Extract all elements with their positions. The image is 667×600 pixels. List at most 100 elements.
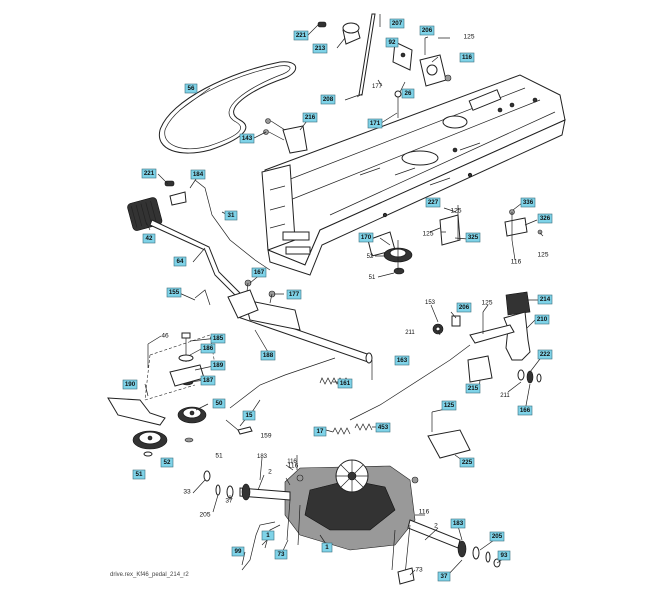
label-116-right: 116 xyxy=(511,259,522,266)
callout-177-mid: 177 xyxy=(286,289,302,300)
svg-text:325: 325 xyxy=(468,234,479,241)
callout-125-boxed: 125 xyxy=(441,400,457,411)
callout-185: 185 xyxy=(210,333,226,344)
callout-50: 50 xyxy=(212,398,226,409)
svg-text:208: 208 xyxy=(323,96,334,103)
svg-text:225: 225 xyxy=(462,459,473,466)
callout-227: 227 xyxy=(425,197,441,208)
callout-163: 163 xyxy=(394,355,410,366)
callout-92: 92 xyxy=(385,37,399,48)
callout-167: 167 xyxy=(251,267,267,278)
callout-453: 453 xyxy=(375,422,391,433)
callout-222: 222 xyxy=(537,349,553,360)
callout-170: 170 xyxy=(358,232,374,243)
svg-text:15: 15 xyxy=(246,412,253,419)
label-51-mid: 51 xyxy=(215,453,223,460)
svg-text:222: 222 xyxy=(540,351,551,358)
svg-text:206: 206 xyxy=(459,304,470,311)
callout-206-right: 206 xyxy=(456,302,472,313)
svg-text:170: 170 xyxy=(361,234,372,241)
callout-211-lower[interactable]: 211 xyxy=(500,393,510,399)
idler-pulleys xyxy=(107,231,471,457)
svg-text:206: 206 xyxy=(422,27,433,34)
svg-text:177: 177 xyxy=(372,84,383,90)
svg-text:211: 211 xyxy=(500,393,510,399)
callout-183-left[interactable]: 183 xyxy=(257,454,268,460)
svg-text:64: 64 xyxy=(177,258,184,265)
callout-207: 207 xyxy=(389,18,405,29)
callout-205-right: 205 xyxy=(489,531,505,542)
callout-206-top: 206 xyxy=(419,25,435,36)
svg-text:99: 99 xyxy=(235,548,242,555)
callout-99: 99 xyxy=(231,546,245,557)
svg-text:155: 155 xyxy=(169,289,180,296)
callout-42: 42 xyxy=(142,233,156,244)
label-125-right: 125 xyxy=(537,252,548,259)
svg-text:221: 221 xyxy=(144,170,155,177)
svg-text:186: 186 xyxy=(203,345,214,352)
callout-177-top[interactable]: 177 xyxy=(372,84,383,90)
svg-text:189: 189 xyxy=(213,362,224,369)
label-125-bracket: 125 xyxy=(450,208,461,215)
pedal-assembly xyxy=(427,205,543,459)
label-46: 46 xyxy=(161,333,169,340)
callout-116-mid[interactable]: 116 xyxy=(287,459,297,465)
callout-183-right: 183 xyxy=(450,518,466,529)
svg-text:1: 1 xyxy=(266,532,270,539)
svg-text:161: 161 xyxy=(340,380,351,387)
svg-text:31: 31 xyxy=(228,212,235,219)
callout-326: 326 xyxy=(537,213,553,224)
svg-text:50: 50 xyxy=(216,400,223,407)
callout-210: 210 xyxy=(534,314,550,325)
label-2-left: 2 xyxy=(268,469,272,476)
label-125-mid: 125 xyxy=(422,231,433,238)
callout-221-left: 221 xyxy=(141,168,157,179)
callout-336: 336 xyxy=(520,197,536,208)
callout-189: 189 xyxy=(210,360,226,371)
svg-text:185: 185 xyxy=(213,335,224,342)
svg-text:52: 52 xyxy=(164,459,171,466)
svg-text:51: 51 xyxy=(369,275,376,281)
svg-text:163: 163 xyxy=(397,357,408,364)
svg-text:184: 184 xyxy=(193,171,204,178)
svg-text:42: 42 xyxy=(146,235,153,242)
svg-text:171: 171 xyxy=(370,120,381,127)
callout-215: 215 xyxy=(465,383,481,394)
svg-text:214: 214 xyxy=(540,296,551,303)
callout-166: 166 xyxy=(517,405,533,416)
svg-text:326: 326 xyxy=(540,215,551,222)
label-33: 33 xyxy=(183,489,191,496)
callout-155: 155 xyxy=(166,287,182,298)
svg-text:211: 211 xyxy=(405,330,415,336)
callout-214: 214 xyxy=(537,294,553,305)
svg-text:215: 215 xyxy=(468,385,479,392)
svg-text:183: 183 xyxy=(453,520,464,527)
callout-116-top: 116 xyxy=(459,52,475,63)
svg-text:26: 26 xyxy=(405,90,412,97)
callout-171: 171 xyxy=(367,118,383,129)
callout-51-top[interactable]: 51 xyxy=(369,275,376,281)
callout-26: 26 xyxy=(401,88,415,99)
label-125-pedal: 125 xyxy=(481,300,492,307)
svg-text:125: 125 xyxy=(444,402,455,409)
callout-73-left: 73 xyxy=(274,549,288,560)
callout-221-top: 221 xyxy=(293,30,309,41)
svg-text:93: 93 xyxy=(501,552,508,559)
callout-93-right: 93 xyxy=(497,550,511,561)
callout-153[interactable]: 153 xyxy=(425,300,436,306)
drawing-reference: drive.rex_Kf46_pedal_214_r2 xyxy=(110,572,189,578)
callout-216: 216 xyxy=(302,112,318,123)
svg-text:52: 52 xyxy=(367,254,374,260)
svg-text:167: 167 xyxy=(254,269,265,276)
label-73-right: 73 xyxy=(415,567,423,574)
callout-211-right[interactable]: 211 xyxy=(405,330,415,336)
callout-56: 56 xyxy=(184,83,198,94)
svg-text:188: 188 xyxy=(263,352,274,359)
svg-text:143: 143 xyxy=(242,135,253,142)
callout-187: 187 xyxy=(200,375,216,386)
svg-text:205: 205 xyxy=(492,533,503,540)
svg-text:56: 56 xyxy=(188,85,195,92)
callout-labels: 221 213 207 92 206 116 56 208 177 26 171… xyxy=(122,18,553,582)
callout-52-top[interactable]: 52 xyxy=(367,254,374,260)
